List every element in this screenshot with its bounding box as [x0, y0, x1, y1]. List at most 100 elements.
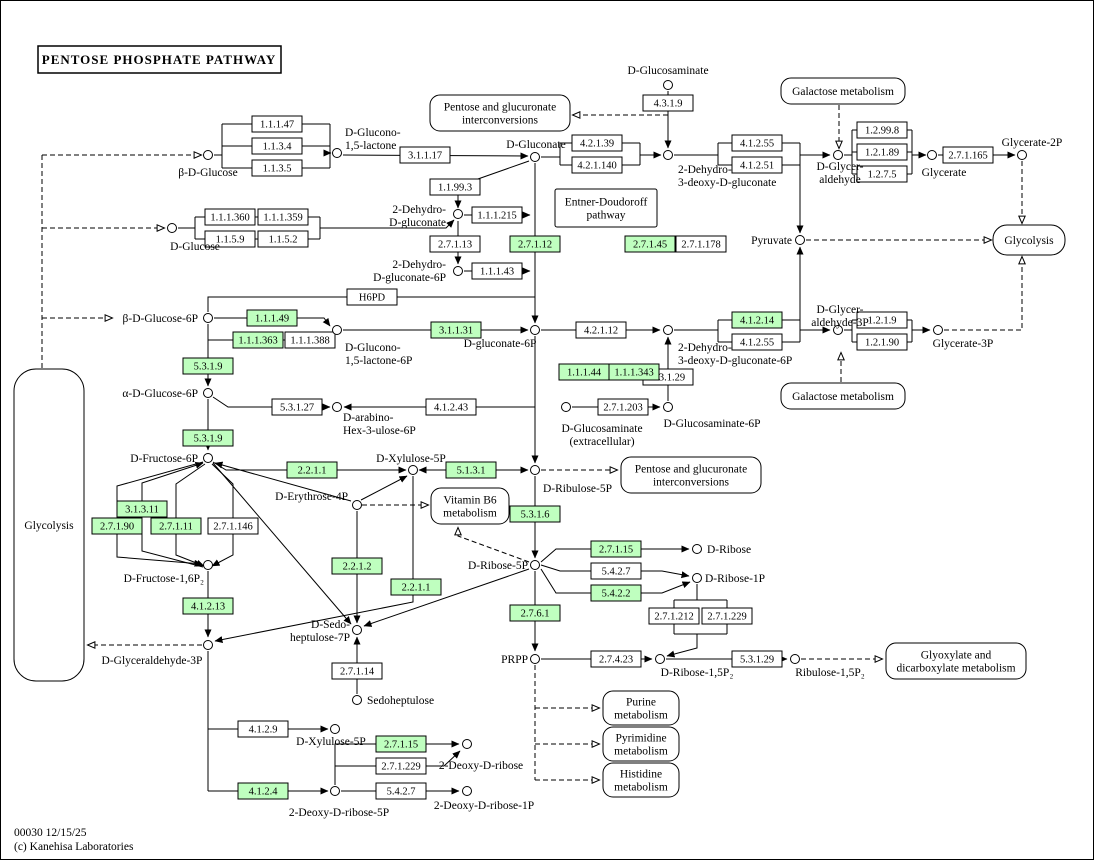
- compound-D-glucosaminate[interactable]: [663, 80, 673, 90]
- compound-beta-D-glucose-6P[interactable]: [203, 313, 213, 323]
- compound-sedoheptulose[interactable]: [352, 695, 362, 705]
- enzyme-1.1.5.2-23[interactable]: 1.1.5.2: [257, 230, 309, 248]
- compound-2-deoxy-D-ribose-1P[interactable]: [462, 786, 472, 796]
- compound-beta-D-glucose[interactable]: [203, 150, 213, 160]
- enzyme-1.1.1.363-26[interactable]: 1.1.1.363: [232, 331, 284, 349]
- enzyme-1.2.1.9-32[interactable]: 1.2.1.9: [856, 311, 908, 329]
- enzyme-2.7.1.15-62[interactable]: 2.7.1.15: [375, 735, 427, 753]
- enzyme-3.1.3.11-45[interactable]: 3.1.3.11: [116, 500, 168, 518]
- compound-alpha-D-glucose-6P[interactable]: [203, 388, 213, 398]
- enzyme-2.7.1.15-51[interactable]: 2.7.1.15: [590, 540, 642, 558]
- enzyme-4.2.1.140-13[interactable]: 4.2.1.140: [571, 156, 623, 174]
- enzyme-3.1.1.17-3[interactable]: 3.1.1.17: [399, 146, 451, 164]
- enzyme-1.1.1.343-36[interactable]: 1.1.1.343: [608, 363, 660, 381]
- enzyme-1.2.1.89-17[interactable]: 1.2.1.89: [856, 143, 908, 161]
- enzyme-1.1.1.388-27[interactable]: 1.1.1.388: [284, 331, 336, 349]
- compound-D-gluconate-6P[interactable]: [530, 325, 540, 335]
- compound-D-glyceraldehyde[interactable]: [833, 150, 843, 160]
- compound-glycerate-2P[interactable]: [1017, 150, 1027, 160]
- pathway-link-galactose-metabolism-bottom[interactable]: Galactose metabolism: [780, 382, 906, 410]
- enzyme-1.1.99.3-4[interactable]: 1.1.99.3: [429, 178, 481, 196]
- enzyme-1.1.1.47-0[interactable]: 1.1.1.47: [251, 115, 303, 133]
- compound-2-dehydro-3-deoxy-D-gluconate[interactable]: [663, 150, 673, 160]
- enzyme-5.1.3.1-43[interactable]: 5.1.3.1: [445, 461, 497, 479]
- enzyme-4.1.2.13-54[interactable]: 4.1.2.13: [182, 597, 234, 615]
- enzyme-1.2.7.5-18[interactable]: 1.2.7.5: [856, 165, 908, 183]
- enzyme-1.1.1.359-21[interactable]: 1.1.1.359: [257, 208, 309, 226]
- enzyme-2.7.1.13-6[interactable]: 2.7.1.13: [429, 235, 481, 253]
- enzyme-5.3.1.29-60[interactable]: 5.3.1.29: [731, 650, 783, 668]
- enzyme-1.2.99.8-16[interactable]: 1.2.99.8: [856, 121, 908, 139]
- enzyme-5.4.2.2-53[interactable]: 5.4.2.2: [590, 584, 642, 602]
- enzyme-1.1.3.5-2[interactable]: 1.1.3.5: [251, 159, 303, 177]
- enzyme-1.2.1.90-33[interactable]: 1.2.1.90: [856, 333, 908, 351]
- enzyme-2.7.1.203-37[interactable]: 2.7.1.203: [597, 398, 649, 416]
- enzyme-5.3.1.9-41[interactable]: 5.3.1.9: [182, 429, 234, 447]
- enzyme-2.2.1.1-50[interactable]: 2.2.1.1: [390, 578, 442, 596]
- compound-D-glucose[interactable]: [167, 223, 177, 233]
- enzyme-2.2.1.1-42[interactable]: 2.2.1.1: [286, 461, 338, 479]
- compound-D-fructose-1,6P2[interactable]: [203, 560, 213, 570]
- pathway-link-glycolysis-left[interactable]: Glycolysis: [13, 368, 85, 682]
- compound-D-gluconate[interactable]: [530, 152, 540, 162]
- compound-2-dehydro-D-gluconate[interactable]: [453, 209, 463, 219]
- enzyme-1.1.1.43-10[interactable]: 1.1.1.43: [471, 262, 523, 280]
- enzyme-5.4.2.7-65[interactable]: 5.4.2.7: [375, 782, 427, 800]
- enzyme-2.7.1.11-47[interactable]: 2.7.1.11: [150, 517, 202, 535]
- enzyme-1.1.3.4-1[interactable]: 1.1.3.4: [251, 137, 303, 155]
- compound-D-xylulose-5P-bottom[interactable]: [330, 724, 340, 734]
- enzyme-2.7.1.178-9[interactable]: 2.7.1.178: [675, 235, 727, 253]
- compound-D-glyceraldehyde-3P-left[interactable]: [203, 640, 213, 650]
- compound-2-dehydro-D-gluconate-6P[interactable]: [453, 266, 463, 276]
- enzyme-5.3.1.6-44[interactable]: 5.3.1.6: [509, 505, 561, 523]
- enzyme-2.7.1.229-57[interactable]: 2.7.1.229: [701, 607, 753, 625]
- compound-glycerate[interactable]: [927, 150, 937, 160]
- enzyme-3.1.1.31-28[interactable]: 3.1.1.31: [430, 321, 482, 339]
- compound-D-ribose[interactable]: [692, 544, 702, 554]
- pathway-link-glycolysis-right[interactable]: Glycolysis: [992, 224, 1066, 256]
- enzyme-1.1.1.360-20[interactable]: 1.1.1.360: [204, 208, 256, 226]
- enzyme-5.3.1.27-39[interactable]: 5.3.1.27: [271, 398, 323, 416]
- compound-D-glucosaminate-6P[interactable]: [663, 402, 673, 412]
- compound-PRPP[interactable]: [530, 654, 540, 664]
- enzyme-4.1.2.55-14[interactable]: 4.1.2.55: [731, 134, 783, 152]
- compound-D-ribose-5P[interactable]: [530, 560, 540, 570]
- enzyme-2.7.1.12-7[interactable]: 2.7.1.12: [509, 235, 561, 253]
- compound-D-glucosaminate-extracellular[interactable]: [561, 402, 571, 412]
- compound-2-deoxy-D-ribose[interactable]: [462, 739, 472, 749]
- enzyme-2.7.4.23-59[interactable]: 2.7.4.23: [590, 650, 642, 668]
- pathway-link-galactose-metabolism-top[interactable]: Galactose metabolism: [780, 77, 906, 105]
- enzyme-4.2.1.39-12[interactable]: 4.2.1.39: [571, 134, 623, 152]
- enzyme-2.7.1.212-56[interactable]: 2.7.1.212: [648, 607, 700, 625]
- enzyme-4.1.2.14-30[interactable]: 4.1.2.14: [731, 311, 783, 329]
- compound-D-ribose-1,5P2[interactable]: [655, 654, 665, 664]
- enzyme-1.1.5.9-22[interactable]: 1.1.5.9: [204, 230, 256, 248]
- compound-pyruvate[interactable]: [795, 235, 805, 245]
- compound-ribulose-1,5P2[interactable]: [790, 654, 800, 664]
- enzyme-2.7.1.14-58[interactable]: 2.7.1.14: [331, 662, 383, 680]
- enzyme-2.7.1.165-19[interactable]: 2.7.1.165: [942, 146, 994, 164]
- enzyme-1.1.1.215-5[interactable]: 1.1.1.215: [471, 206, 523, 224]
- compound-D-glucono-1,5-lactone[interactable]: [332, 148, 342, 158]
- compound-D-sedoheptulose-7P[interactable]: [352, 625, 362, 635]
- enzyme-4.1.2.43-40[interactable]: 4.1.2.43: [425, 398, 477, 416]
- compound-glycerate-3P[interactable]: [933, 325, 943, 335]
- compound-D-erythrose-4P[interactable]: [352, 500, 362, 510]
- enzyme-5.3.1.9-38[interactable]: 5.3.1.9: [182, 357, 234, 375]
- enzyme-H6PD-24[interactable]: H6PD: [346, 288, 398, 306]
- compound-D-glucono-1,5-lactone-6P[interactable]: [332, 325, 342, 335]
- enzyme-4.1.2.55-31[interactable]: 4.1.2.55: [731, 333, 783, 351]
- enzyme-2.7.1.229-63[interactable]: 2.7.1.229: [375, 757, 427, 775]
- enzyme-2.7.1.146-48[interactable]: 2.7.1.146: [207, 517, 259, 535]
- compound-2-dehydro-3-deoxy-D-gluconate-6P[interactable]: [663, 325, 673, 335]
- enzyme-5.4.2.7-52[interactable]: 5.4.2.7: [590, 562, 642, 580]
- enzyme-2.7.6.1-55[interactable]: 2.7.6.1: [509, 604, 561, 622]
- enzyme-4.3.1.9-11[interactable]: 4.3.1.9: [642, 94, 694, 112]
